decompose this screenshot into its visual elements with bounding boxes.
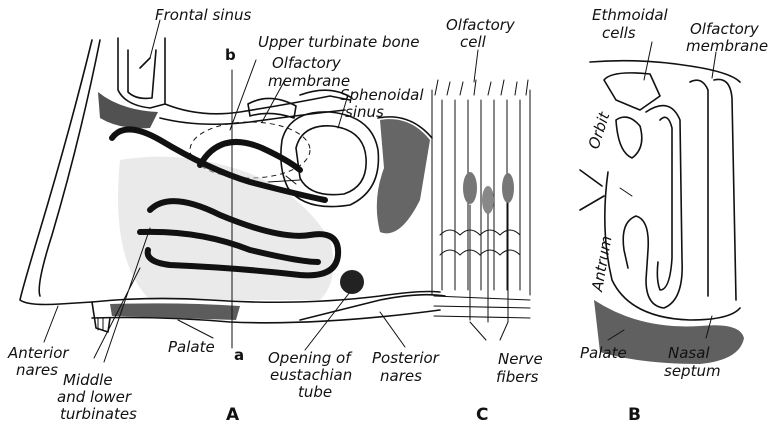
label-posterior-nares-2: nares xyxy=(380,367,422,385)
label-middle-lower-2: and lower xyxy=(57,388,132,406)
label-upper-turbinate: Upper turbinate bone xyxy=(258,33,419,51)
label-olfactory-cell-2: cell xyxy=(460,33,487,51)
label-olfactory-membrane-a-1: Olfactory xyxy=(272,54,342,72)
label-ethmoidal-cells-2: cells xyxy=(602,24,636,42)
label-orbit: Orbit xyxy=(585,109,614,151)
label-nerve-fibers-1: Nerve xyxy=(498,350,543,368)
label-olfactory-membrane-b-2: membrane xyxy=(686,37,768,55)
label-sphenoidal-sinus-1: Sphenoidal xyxy=(340,86,424,104)
panel-b-drawing xyxy=(580,61,744,364)
label-frontal-sinus: Frontal sinus xyxy=(155,6,251,24)
label-ethmoidal-cells-1: Ethmoidal xyxy=(592,6,669,24)
panel-letter-a: A xyxy=(226,405,240,425)
label-anterior-nares-1: Anterior xyxy=(7,344,69,362)
label-palate-a: Palate xyxy=(168,338,215,356)
marker-a: a xyxy=(234,346,244,364)
marker-b: b xyxy=(225,46,236,64)
label-nasal-septum-1: Nasal xyxy=(668,344,710,362)
panel-c-drawing xyxy=(432,80,530,322)
label-middle-lower-1: Middle xyxy=(63,371,113,389)
label-posterior-nares-1: Posterior xyxy=(372,349,440,367)
label-middle-lower-3: turbinates xyxy=(60,405,137,423)
label-antrum: Antrum xyxy=(588,234,616,293)
label-nerve-fibers-2: fibers xyxy=(496,368,539,386)
label-palate-b: Palate xyxy=(580,344,627,362)
label-olfactory-membrane-b-1: Olfactory xyxy=(690,20,760,38)
label-eustachian-2: eustachian xyxy=(270,366,352,384)
panel-letter-c: C xyxy=(476,405,488,425)
label-eustachian-3: tube xyxy=(298,383,332,401)
panel-a-drawing xyxy=(20,38,445,348)
panel-letter-b: B xyxy=(628,405,641,425)
label-sphenoidal-sinus-2: sinus xyxy=(345,103,384,121)
label-anterior-nares-2: nares xyxy=(16,361,58,379)
panel-b-labels: Ethmoidal cells Olfactory membrane Orbit… xyxy=(580,6,768,425)
label-olfactory-cell-1: Olfactory xyxy=(446,16,516,34)
label-nasal-septum-2: septum xyxy=(664,362,721,380)
label-eustachian-1: Opening of xyxy=(268,349,353,367)
label-olfactory-membrane-a-2: membrane xyxy=(268,72,350,90)
